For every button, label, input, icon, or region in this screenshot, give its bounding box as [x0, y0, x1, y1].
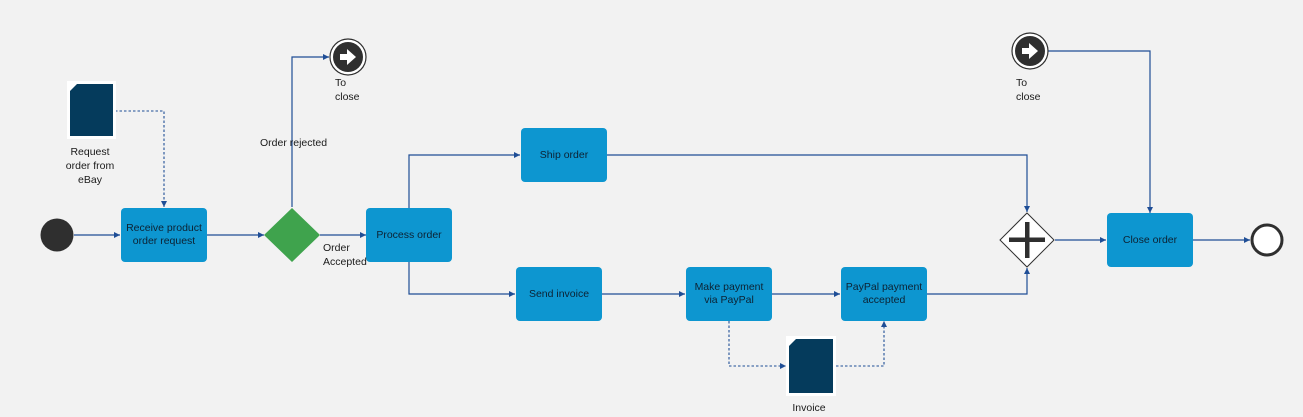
link-event-label-top-left: To close [335, 77, 360, 103]
data-object-request-order[interactable] [67, 81, 116, 139]
task-paypal-payment-accepted[interactable]: PayPal payment accepted [841, 267, 927, 321]
data-object-label-invoice: Invoice [792, 402, 826, 414]
association-invoice-to-accepted[interactable] [836, 321, 887, 367]
start-event[interactable] [40, 218, 74, 252]
link-event-top-right[interactable] [1011, 32, 1049, 70]
arrow-right-icon [340, 49, 356, 65]
gateway-label-order-rejected: Order rejected [260, 137, 328, 149]
parallel-gateway[interactable] [999, 212, 1055, 268]
task-receive-product-order-request[interactable]: Receive product order request [121, 208, 207, 262]
task-ship-order[interactable]: Ship order [521, 128, 607, 182]
flow-process-to-ship[interactable] [408, 152, 520, 208]
end-event[interactable] [1250, 223, 1284, 257]
task-close-order[interactable]: Close order [1107, 213, 1193, 267]
exclusive-gateway[interactable] [264, 208, 320, 262]
flow-ship-to-parallel[interactable] [607, 154, 1030, 212]
flow-accepted-to-parallel[interactable] [927, 268, 1030, 295]
arrow-right-icon [1022, 43, 1038, 59]
association-payment-to-invoice[interactable] [728, 321, 786, 369]
task-make-payment-via-paypal[interactable]: Make payment via PayPal [686, 267, 772, 321]
association-request-to-receive[interactable] [115, 110, 167, 207]
flow-gateway-to-link[interactable] [291, 54, 329, 207]
gateway-label-order-accepted: Order Accepted [323, 242, 367, 268]
flow-process-to-invoice[interactable] [408, 262, 515, 297]
task-process-order[interactable]: Process order [366, 208, 452, 262]
task-send-invoice[interactable]: Send invoice [516, 267, 602, 321]
link-event-top-left[interactable] [329, 38, 367, 76]
data-object-invoice[interactable] [786, 336, 836, 396]
link-event-label-top-right: To close [1016, 77, 1041, 103]
flow-link-to-close[interactable] [1048, 50, 1153, 213]
data-object-label-request-order: Request order from eBay [65, 146, 115, 186]
